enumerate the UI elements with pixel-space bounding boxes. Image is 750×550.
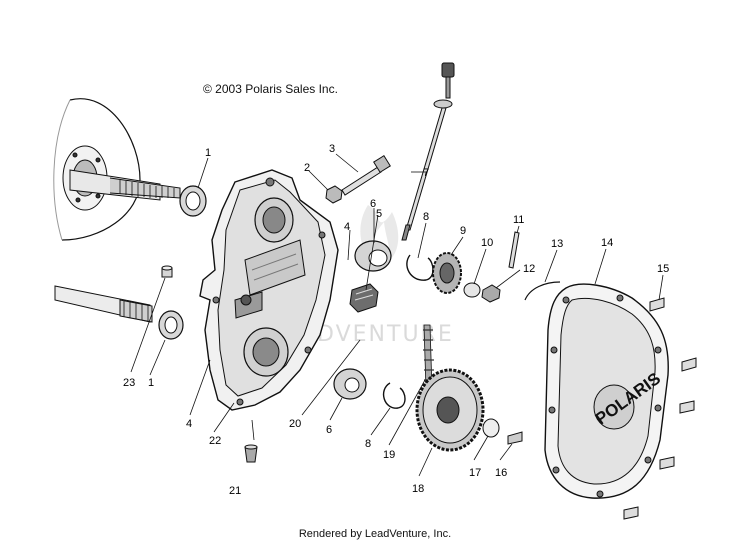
callout-16: 16 — [495, 467, 507, 479]
drain-plug — [244, 444, 258, 463]
callout-19: 19 — [383, 449, 395, 461]
callout-5: 5 — [376, 208, 382, 220]
callout-11: 11 — [513, 214, 524, 226]
sprocket-bolt — [508, 231, 520, 269]
callout-1: 1 — [205, 147, 211, 159]
callout-10: 10 — [481, 237, 493, 249]
callout-18: 18 — [412, 483, 424, 495]
callout-21: 21 — [229, 485, 241, 497]
snap-ring-upper — [406, 254, 434, 281]
snap-ring-lower — [382, 382, 406, 409]
gear-bolt — [507, 431, 523, 445]
callout-22: 22 — [209, 435, 221, 447]
callout-8: 8 — [365, 438, 371, 450]
upper-sprocket — [432, 252, 462, 294]
seal-lower — [158, 310, 184, 340]
chaincase-cover: POLARIS — [544, 283, 669, 499]
seal-upper — [179, 185, 207, 217]
tensioner-block — [349, 283, 379, 313]
lower-gear — [415, 368, 485, 452]
input-shaft — [69, 169, 181, 201]
callout-2: 2 — [304, 162, 310, 174]
copyright-notice: © 2003 Polaris Sales Inc. — [203, 82, 338, 96]
washer-upper — [463, 282, 481, 298]
callout-23: 23 — [123, 377, 135, 389]
callout-17: 17 — [469, 467, 481, 479]
callout-8: 8 — [423, 211, 429, 223]
dowel-pin — [161, 265, 173, 278]
bolt — [341, 155, 391, 196]
chaincase-housing — [199, 169, 339, 411]
leader-lines — [130, 153, 664, 477]
callout-numbers: 1 1 2 3 4 4 5 6 6 7 8 8 9 10 11 12 13 14… — [123, 143, 669, 497]
cover-bolts — [623, 297, 697, 520]
callout-1: 1 — [148, 377, 154, 389]
callout-13: 13 — [551, 238, 563, 250]
callout-15: 15 — [657, 263, 669, 275]
callout-14: 14 — [601, 237, 613, 249]
callout-3: 3 — [329, 143, 335, 155]
bearing-lower — [333, 368, 367, 400]
callout-6: 6 — [326, 424, 332, 436]
output-shaft — [54, 285, 153, 323]
callout-20: 20 — [289, 418, 301, 430]
callout-6: 6 — [370, 198, 376, 210]
callout-9: 9 — [460, 225, 466, 237]
callout-4: 4 — [186, 418, 192, 430]
drive-clutch-sheave — [53, 98, 141, 241]
sprocket-nut — [481, 284, 501, 303]
callout-4: 4 — [344, 221, 350, 233]
callout-12: 12 — [523, 263, 535, 275]
washer-lower — [482, 418, 500, 438]
nut — [325, 185, 343, 204]
bearing-upper — [354, 240, 392, 272]
dipstick — [401, 62, 455, 241]
footer-credit: Rendered by LeadVenture, Inc. — [298, 528, 452, 540]
gasket — [524, 281, 561, 301]
callout-7: 7 — [423, 167, 429, 179]
